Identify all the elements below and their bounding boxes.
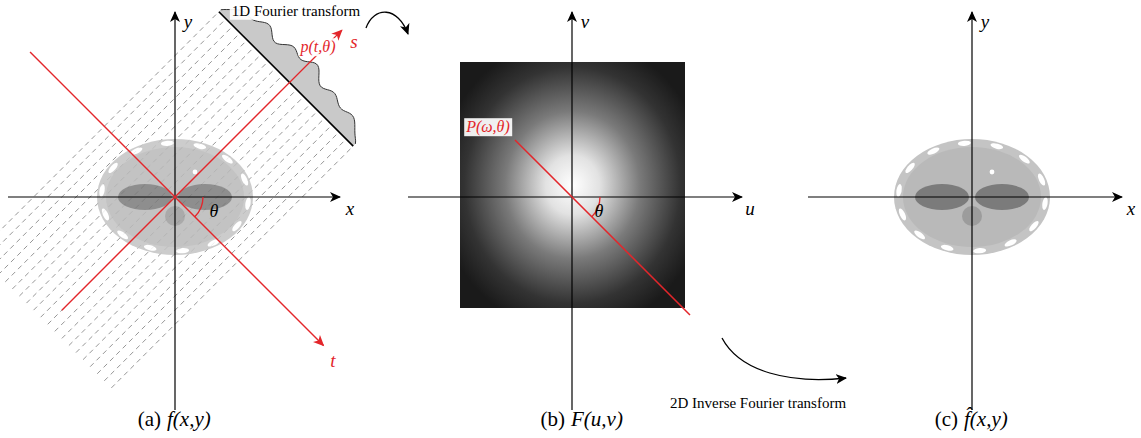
phantom-hole xyxy=(904,161,916,174)
spatial-panel xyxy=(0,10,356,410)
transform-arrow xyxy=(366,12,408,34)
y-axis xyxy=(174,12,175,410)
detector-line xyxy=(219,12,353,146)
phantom-hole xyxy=(98,184,105,198)
panel-caption: f(x,y) xyxy=(167,408,211,431)
axis-label: u xyxy=(745,199,755,220)
phantom-hole xyxy=(100,207,110,221)
projection-ray xyxy=(76,111,318,353)
phantom-hole xyxy=(107,161,119,174)
phantom-hole xyxy=(193,142,207,150)
phantom-hole xyxy=(1028,219,1040,232)
phantom-dot xyxy=(193,170,198,175)
phantom-hole xyxy=(161,140,174,146)
transform-arrows xyxy=(366,12,846,379)
axis-label: v xyxy=(581,12,589,33)
panel-caption: F(u,v) xyxy=(571,408,623,431)
t-axis xyxy=(30,52,323,345)
panel-caption: (b) xyxy=(541,408,566,431)
angle-arc xyxy=(195,197,203,217)
slice-line xyxy=(515,140,690,315)
phantom-hole xyxy=(1018,153,1032,165)
projection-ray xyxy=(104,139,346,381)
s-axis xyxy=(62,30,342,310)
axis-label: t xyxy=(330,351,335,372)
phantom-hole xyxy=(116,229,130,241)
phantom-hole xyxy=(926,146,940,156)
v-axis xyxy=(571,12,572,410)
frequency-panel xyxy=(408,12,742,410)
angle-label: θ xyxy=(210,202,219,222)
projection-label: p(t,θ) xyxy=(299,38,338,56)
transform-label: 1D Fourier transform xyxy=(230,3,362,20)
phantom-hole xyxy=(940,244,954,252)
phantom-hole xyxy=(143,244,157,252)
phantom-hole xyxy=(231,219,243,232)
phantom-hole xyxy=(1004,238,1018,248)
u-axis xyxy=(408,196,742,197)
phantom-hole xyxy=(990,142,1004,150)
phantom-hole xyxy=(207,238,221,248)
panel-caption: (a) xyxy=(138,408,161,431)
projection-ray xyxy=(83,118,325,360)
phantom-hole xyxy=(221,153,235,165)
phantom-hole xyxy=(1041,197,1048,211)
panel-caption: (c) xyxy=(935,408,958,431)
phantom-hole xyxy=(895,184,902,198)
transform-label: 2D Inverse Fourier transform xyxy=(668,395,848,412)
angle-label: θ xyxy=(595,202,604,222)
projection-profile xyxy=(219,10,356,147)
slice-label: P(ω,θ) xyxy=(464,118,512,136)
phantom-hole xyxy=(1036,173,1046,187)
axis-label: y xyxy=(981,12,989,33)
y-axis xyxy=(971,12,972,410)
axis-label: s xyxy=(350,32,357,53)
phantom-hole xyxy=(913,229,927,241)
x-axis xyxy=(808,196,1122,197)
phantom-hole xyxy=(897,207,907,221)
axis-label: x xyxy=(346,199,354,220)
transform-arrow xyxy=(722,338,846,379)
phantom-hole xyxy=(973,248,986,254)
phantom-hole xyxy=(129,146,143,156)
phantom-hole xyxy=(244,197,251,211)
profile-outline xyxy=(221,10,356,144)
phantom-hole xyxy=(958,140,971,146)
axis-label: x xyxy=(1127,199,1135,220)
phantom-hole xyxy=(176,248,189,254)
phantom-hole xyxy=(239,173,249,187)
projection-ray xyxy=(97,132,339,374)
phantom-dot xyxy=(990,170,995,175)
reconstruction-panel xyxy=(808,12,1122,410)
axis-label: y xyxy=(184,12,192,33)
panel-caption: f̂(x,y) xyxy=(964,408,1008,431)
